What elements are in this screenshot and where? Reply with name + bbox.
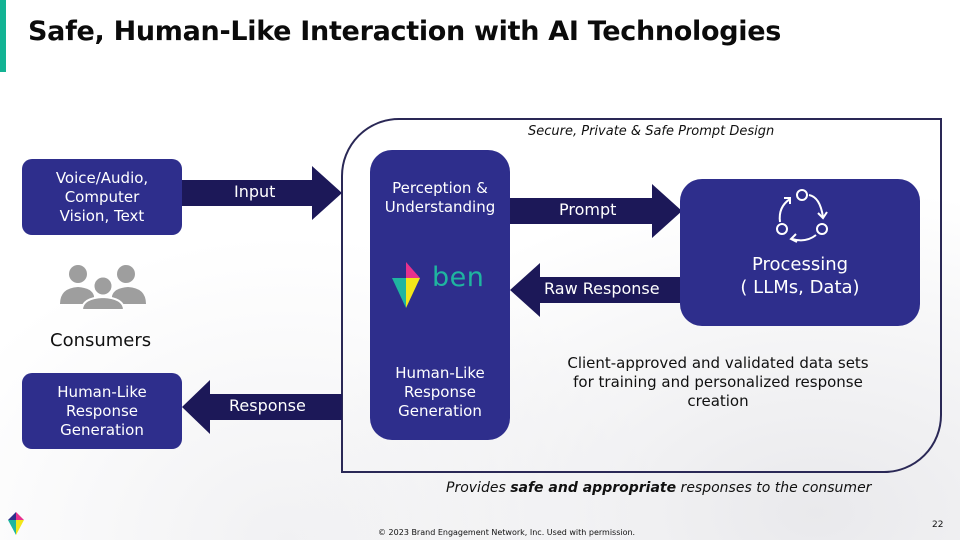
provides-emphasis: safe and appropriate xyxy=(510,480,677,496)
input-sources-box: Voice/Audio, Computer Vision, Text xyxy=(22,159,182,235)
kite-logo-icon xyxy=(392,262,420,308)
input-arrow xyxy=(182,166,342,220)
processing-line: Processing xyxy=(751,254,849,275)
provides-prefix: Provides xyxy=(446,480,511,496)
secure-prompt-design-frame xyxy=(341,118,942,473)
ben-top-line: Understanding xyxy=(384,198,496,216)
page-number: 22 xyxy=(932,520,944,530)
raw-response-arrow-label: Raw Response xyxy=(544,279,660,298)
client-data-description: Client-approved and validated data sets … xyxy=(567,354,869,410)
provides-suffix: responses to the consumer xyxy=(676,480,872,496)
ben-perception-box: Perception & Understanding ben Human-Lik… xyxy=(370,150,510,440)
brand-kite-icon xyxy=(8,512,24,535)
response-arrow xyxy=(182,380,342,434)
ben-top-line: Perception & xyxy=(392,179,488,197)
people-group-icon xyxy=(60,265,146,310)
input-box-line: Computer xyxy=(64,187,140,206)
ben-logo: ben xyxy=(390,260,495,310)
input-arrow-label: Input xyxy=(234,182,276,201)
ben-logo-text: ben xyxy=(432,262,485,293)
secure-frame-label: Secure, Private & Safe Prompt Design xyxy=(528,124,775,139)
output-box-line: Generation xyxy=(60,420,144,439)
ben-bottom-line: Human-Like xyxy=(395,364,485,382)
input-box-line: Voice/Audio, xyxy=(55,168,149,187)
output-response-box: Human-Like Response Generation xyxy=(22,373,182,449)
slide-title: Safe, Human-Like Interaction with AI Tec… xyxy=(28,16,782,47)
processing-line: ( LLMs, Data) xyxy=(740,277,860,298)
processing-box: Processing ( LLMs, Data) xyxy=(680,179,920,326)
cycle-arrows-icon xyxy=(776,189,828,243)
prompt-arrow-label: Prompt xyxy=(559,200,617,219)
output-box-line: Response xyxy=(65,401,139,420)
ben-bottom-line: Response xyxy=(403,383,477,401)
response-arrow-label: Response xyxy=(229,396,306,415)
copyright-notice: © 2023 Brand Engagement Network, Inc. Us… xyxy=(378,528,636,537)
raw-response-arrow xyxy=(510,263,682,317)
output-box-line: Human-Like xyxy=(57,382,147,401)
ben-bottom-line: Generation xyxy=(398,402,482,420)
provides-caption: Provides safe and appropriate responses … xyxy=(446,480,871,496)
input-box-line: Vision, Text xyxy=(59,206,145,225)
title-accent-bar xyxy=(0,0,6,72)
consumers-label: Consumers xyxy=(50,330,152,351)
prompt-arrow xyxy=(510,184,682,238)
